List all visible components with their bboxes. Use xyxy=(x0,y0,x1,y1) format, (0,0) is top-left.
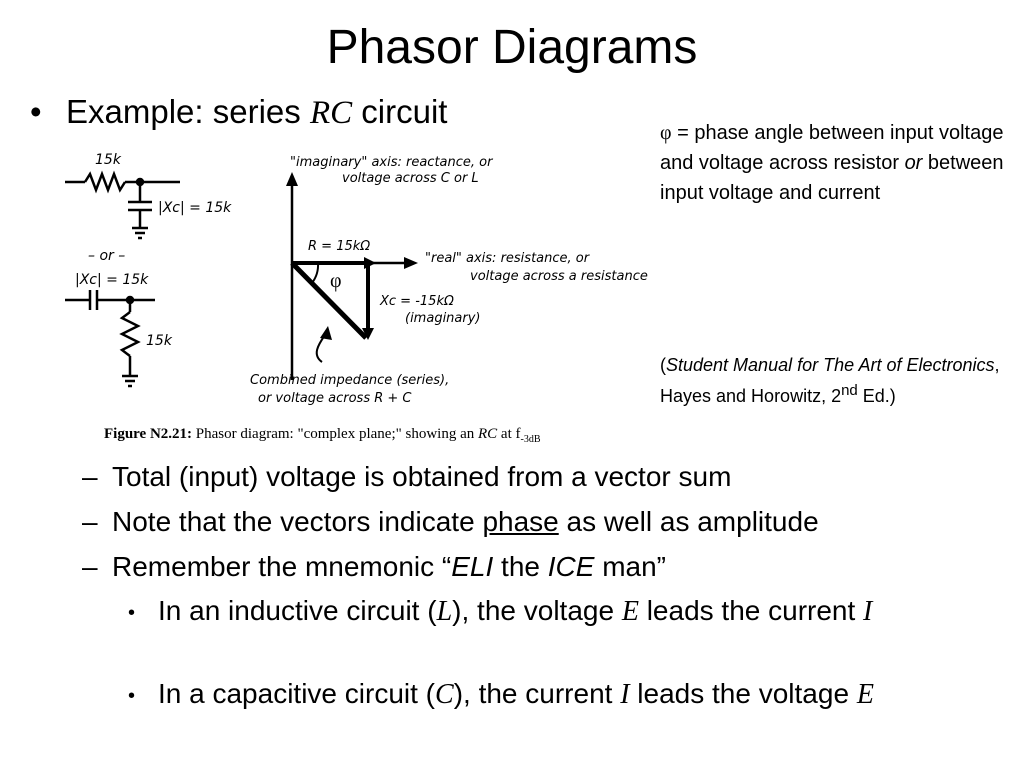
r-label: 15k xyxy=(95,152,122,168)
figure-caption: Figure N2.21: Phasor diagram: "complex p… xyxy=(104,426,541,445)
sub-pre: Note that the vectors indicate xyxy=(112,506,483,537)
note-phi: φ xyxy=(660,122,672,144)
phasor-axes xyxy=(286,172,418,380)
xc-vector-label-2: (imaginary) xyxy=(405,311,481,326)
subsub-v3: I xyxy=(863,596,873,627)
circuit-labels: 15k |Xc| = 15k – or – |Xc| = 15k 15k xyxy=(75,152,232,349)
cite-rest: , Hayes and Horowitz, 2 xyxy=(660,355,1000,406)
sub-post: as well as amplitude xyxy=(558,506,819,537)
sub-dash: – xyxy=(82,551,98,582)
subsub-v2: I xyxy=(620,679,630,710)
subsub-v1: L xyxy=(436,596,453,627)
citation: (Student Manual for The Art of Electroni… xyxy=(660,352,1010,409)
subsub-a: In an inductive circuit ( xyxy=(158,595,437,626)
phi-symbol: φ xyxy=(330,270,342,292)
subsub-text: In an inductive circuit (L), the voltage… xyxy=(158,593,988,630)
eli-word: ELI xyxy=(451,551,494,582)
note-eq: = phase angle between input voltage and … xyxy=(660,122,1004,174)
subsub-capacitive: • In a capacitive circuit (C), the curre… xyxy=(128,676,988,713)
slide-title: Phasor Diagrams xyxy=(326,21,698,74)
subsub-c: leads the current xyxy=(638,595,864,626)
ice-word: ICE xyxy=(547,551,595,582)
subsub-text: In a capacitive circuit (C), the current… xyxy=(158,676,988,713)
sub-bullet-vector-sum: –Total (input) voltage is obtained from … xyxy=(82,459,731,495)
subsub-b: ), the voltage xyxy=(452,595,622,626)
or-label: – or – xyxy=(88,248,125,264)
caption-bold: Figure N2.21: xyxy=(104,426,192,442)
cite-italic: Student Manual for The Art of Electronic… xyxy=(666,355,995,375)
caption-text: Phasor diagram: "complex plane;" showing… xyxy=(192,426,478,442)
caption-rc: RC xyxy=(477,426,498,442)
cite-end: Ed.) xyxy=(857,386,896,406)
sub-dash: – xyxy=(82,461,98,492)
imag-axis-label-2: voltage across C or L xyxy=(342,171,479,186)
circuit-bottom xyxy=(65,290,155,388)
r-vector-label: R = 15kΩ xyxy=(308,239,370,254)
sub-post: man” xyxy=(594,551,667,582)
sub-text: Total (input) voltage is obtained from a… xyxy=(112,461,732,492)
sub-bullet-mnemonic: –Remember the mnemonic “ELI the ICE man” xyxy=(82,549,666,585)
phasor-diagram-svg: 15k |Xc| = 15k – or – |Xc| = 15k 15k "im… xyxy=(65,152,648,445)
bullet-prefix: Example: series xyxy=(66,93,310,130)
phasor-labels: "imaginary" axis: reactance, or voltage … xyxy=(250,155,648,406)
combined-label-2: or voltage across R + C xyxy=(258,391,412,406)
imag-axis-label-1: "imaginary" axis: reactance, or xyxy=(290,155,494,170)
subsub-dot: • xyxy=(128,602,136,624)
caption-at: at f xyxy=(497,426,520,442)
r-label-2: 15k xyxy=(146,333,173,349)
note-or: or xyxy=(904,152,923,174)
cite-sup: nd xyxy=(841,382,858,399)
xc-vector-label-1: Xc = -15kΩ xyxy=(379,294,454,309)
note-rest: between input voltage and current xyxy=(660,152,1004,204)
phasor-figure: 15k |Xc| = 15k – or – |Xc| = 15k 15k "im… xyxy=(60,140,665,450)
combined-label-1: Combined impedance (series), xyxy=(250,373,449,388)
bullet-rc: RC xyxy=(309,95,353,131)
xc-label-2: |Xc| = 15k xyxy=(75,272,149,288)
sub-mid: the xyxy=(493,551,548,582)
circuit-top xyxy=(65,170,180,240)
real-axis-label-1: "real" axis: resistance, or xyxy=(425,251,591,266)
bullet-suffix: circuit xyxy=(352,93,448,130)
subsub-b: ), the current xyxy=(453,678,621,709)
sub-dash: – xyxy=(82,506,98,537)
real-axis-label-2: voltage across a resistance xyxy=(470,269,648,284)
subsub-a: In a capacitive circuit ( xyxy=(158,678,435,709)
sub-bullet-phase: –Note that the vectors indicate phase as… xyxy=(82,504,819,540)
xc-label: |Xc| = 15k xyxy=(158,200,232,216)
caption-sub: -3dB xyxy=(520,434,540,445)
main-bullet: • Example: series RC circuit xyxy=(30,90,447,135)
phase-angle-note: φ = phase angle between input voltage an… xyxy=(660,118,1010,208)
phase-word: phase xyxy=(482,506,559,537)
subsub-v1: C xyxy=(435,679,454,710)
subsub-v2: E xyxy=(621,596,639,627)
sub-pre: Remember the mnemonic “ xyxy=(112,551,452,582)
bullet-dot: • xyxy=(30,93,42,130)
subsub-dot: • xyxy=(128,685,136,707)
cite-open: ( xyxy=(660,355,666,375)
subsub-c: leads the voltage xyxy=(629,678,857,709)
subsub-inductive: • In an inductive circuit (L), the volta… xyxy=(128,593,988,630)
subsub-v3: E xyxy=(856,679,874,710)
